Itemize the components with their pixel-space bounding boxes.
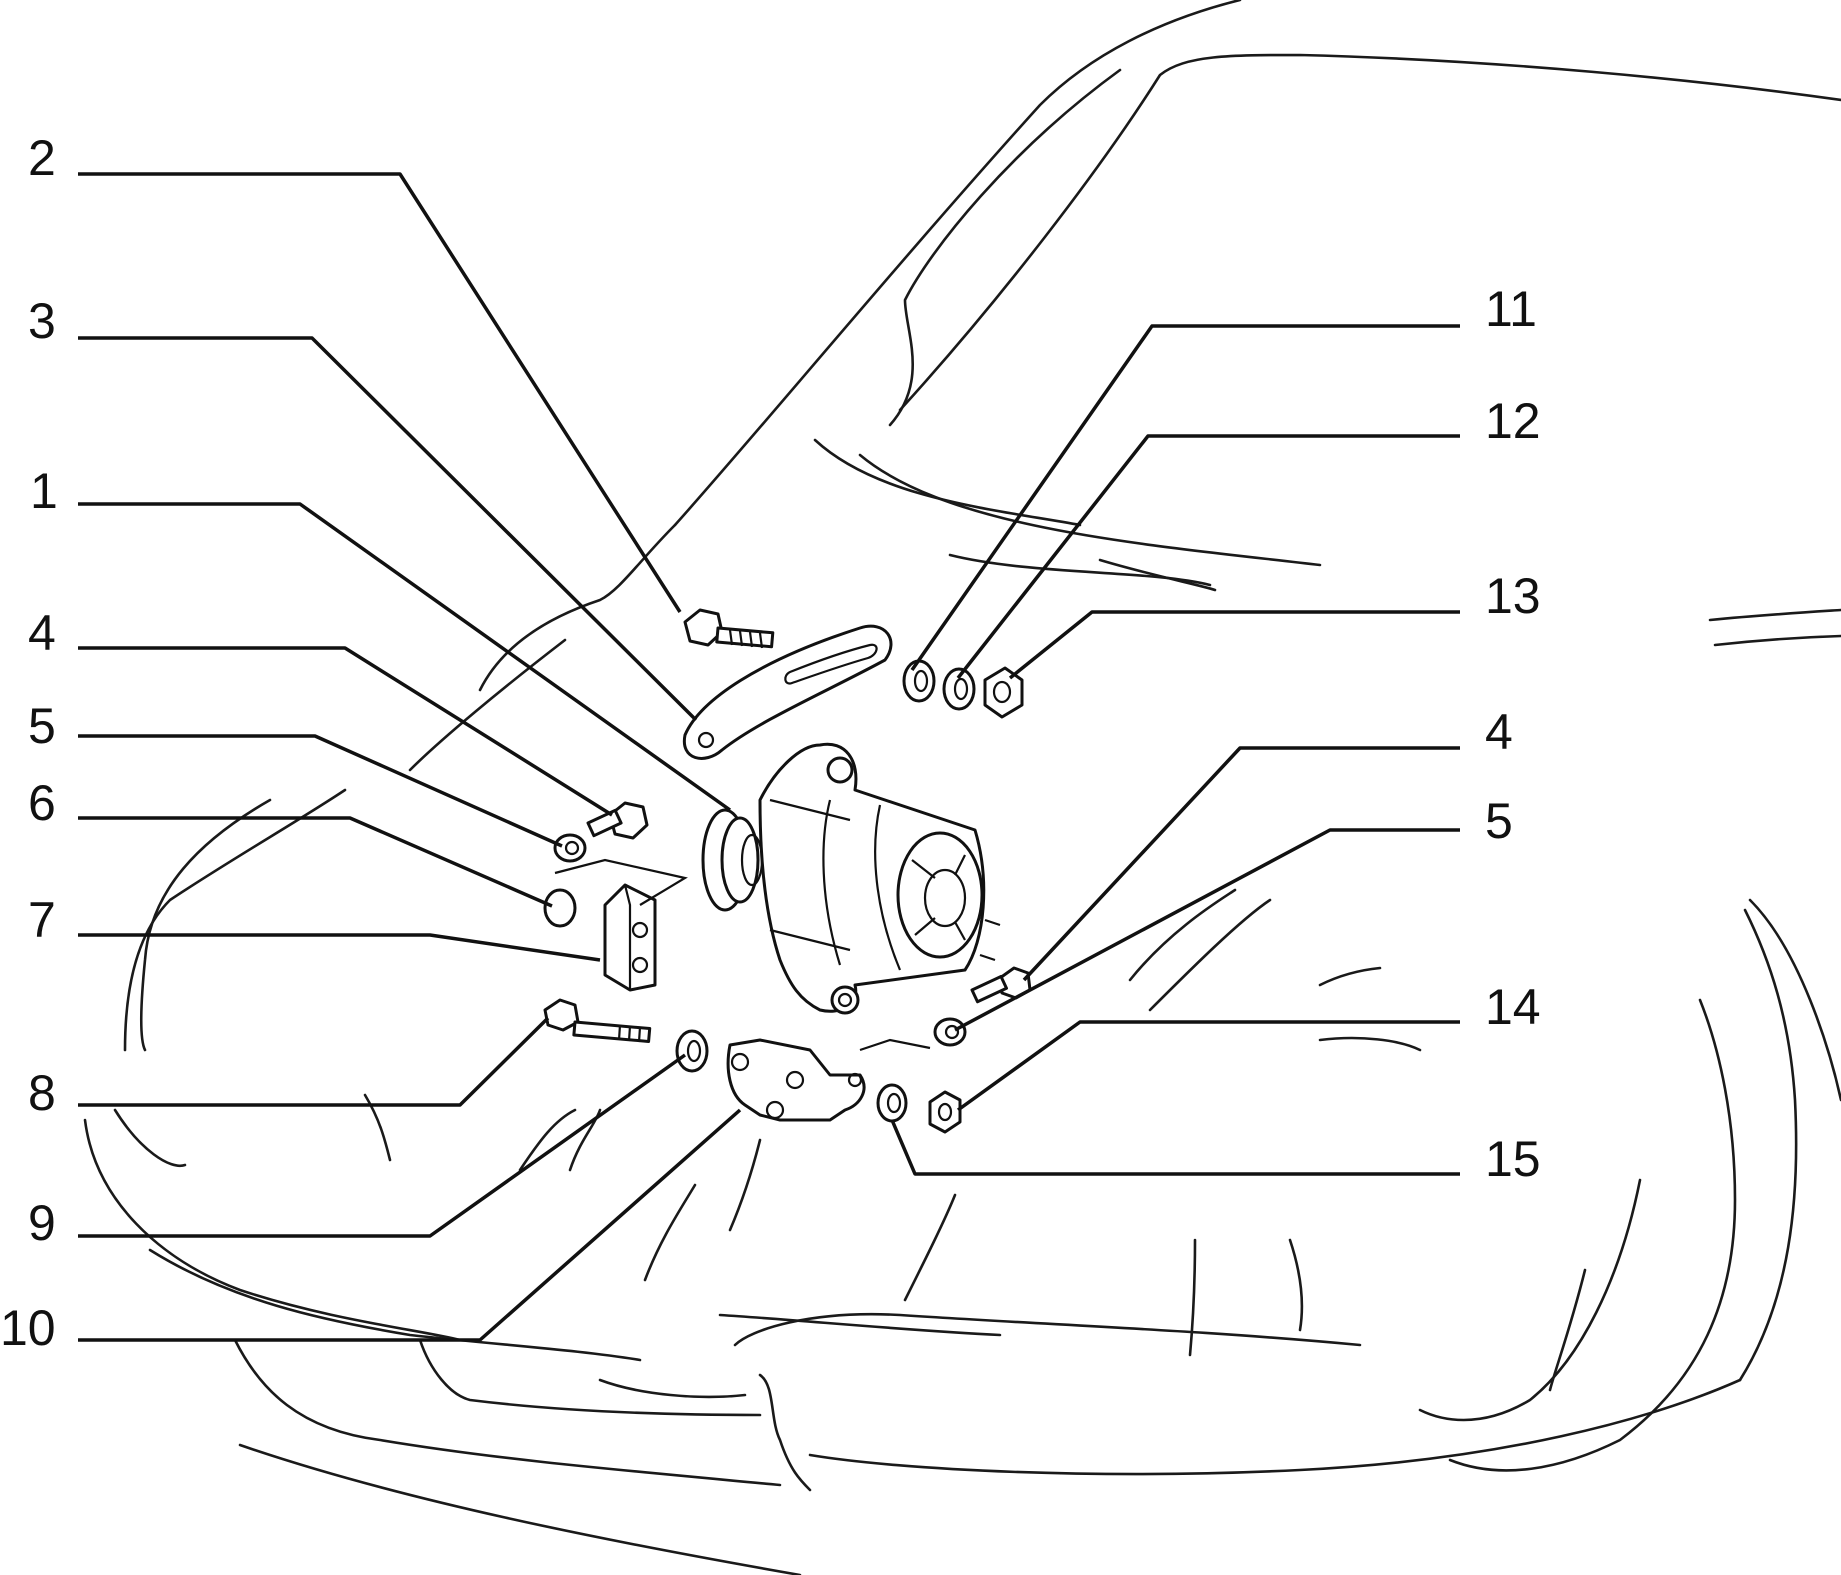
callout-7: 7	[28, 892, 56, 948]
callout-3: 3	[28, 293, 56, 349]
callout-15: 15	[1485, 1131, 1541, 1187]
car-body-outline	[83, 0, 1841, 1575]
callout-12: 12	[1485, 393, 1541, 449]
callout-5-right: 5	[1485, 793, 1513, 849]
alternator	[701, 742, 1001, 1015]
callout-11: 11	[1485, 281, 1537, 337]
callout-8: 8	[28, 1065, 56, 1121]
bolt-upper	[683, 608, 775, 649]
callout-10: 10	[0, 1300, 56, 1356]
callout-6: 6	[28, 775, 56, 831]
callout-labels: 2 3 1 4 5 6 7 8 9 10 11 12 13 4 5 14 15	[0, 130, 1541, 1356]
callout-14: 14	[1485, 979, 1541, 1035]
callout-4-right: 4	[1485, 704, 1513, 760]
washer-lower	[675, 1029, 709, 1073]
callout-4-left: 4	[28, 605, 56, 661]
callout-9: 9	[28, 1195, 56, 1251]
bushing-nut-lower-right	[876, 1083, 962, 1134]
parts	[543, 608, 1032, 1134]
leader-lines	[78, 172, 1460, 1342]
callout-2: 2	[28, 130, 56, 186]
callout-1: 1	[30, 463, 58, 519]
callout-5-left: 5	[28, 698, 56, 754]
bushing-left	[543, 888, 577, 928]
bracket-plate	[603, 883, 657, 992]
bolt-washer-right	[933, 966, 1032, 1047]
bolt-washer-left	[553, 801, 649, 863]
bolt-lower	[543, 998, 652, 1043]
adjusting-link	[682, 624, 893, 760]
lower-bracket	[726, 1038, 866, 1122]
callout-13: 13	[1485, 568, 1541, 624]
